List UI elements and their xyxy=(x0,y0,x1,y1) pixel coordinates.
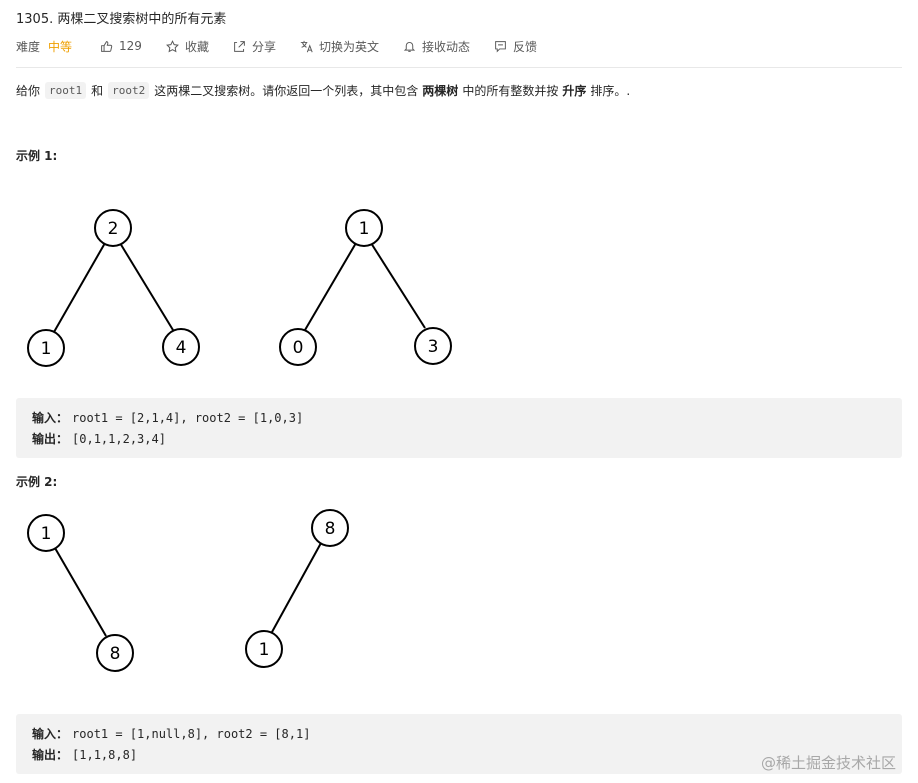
example1-tree-figure: 2 1 4 1 0 3 xyxy=(27,209,452,367)
ex2-tree1-right-node xyxy=(96,634,134,672)
feedback-label: 反馈 xyxy=(513,39,538,54)
header-divider xyxy=(16,67,902,68)
example2-code-block: 输入：root1 = [1,null,8], root2 = [8,1] 输出：… xyxy=(16,714,902,774)
problem-meta-bar: 难度 中等 129 收藏 分享 切换为英文 接收动态 反馈 xyxy=(16,36,561,56)
difficulty-label: 难度 xyxy=(16,39,41,54)
ex2-tree1-root-value: 1 xyxy=(41,524,52,544)
problem-title: 1305. 两棵二叉搜索树中的所有元素 xyxy=(16,12,227,27)
inline-code-root2: root2 xyxy=(108,82,150,99)
example2-output-line: 输出：[1,1,8,8] xyxy=(32,746,137,763)
follow-updates-button[interactable]: 接收动态 xyxy=(403,38,470,55)
ex2-tree2-root-value: 8 xyxy=(325,519,336,539)
ex1-tree1-root-value: 2 xyxy=(108,219,119,239)
example2-output-label: 输出： xyxy=(32,748,69,762)
example1-title: 示例 1: xyxy=(16,149,58,163)
example1-output-line: 输出：[0,1,1,2,3,4] xyxy=(32,430,166,447)
feedback-icon xyxy=(495,40,506,53)
ex1-tree2-right-node xyxy=(414,327,452,365)
desc-text-4: 中的所有整数并按 xyxy=(462,84,559,98)
like-button[interactable]: 129 xyxy=(100,39,142,53)
ex2-tree1-edge-right xyxy=(54,547,107,637)
example2-title: 示例 2: xyxy=(16,475,58,489)
inline-code-root1: root1 xyxy=(45,82,87,99)
translate-icon xyxy=(300,40,313,52)
ex1-tree1-left-value: 1 xyxy=(41,339,52,359)
ex2-tree2-left-value: 1 xyxy=(259,640,270,660)
ex1-tree2-left-value: 0 xyxy=(293,338,304,358)
ex1-tree1-edge-right xyxy=(119,242,174,331)
switch-language-label: 切换为英文 xyxy=(318,39,379,54)
like-count: 129 xyxy=(119,39,142,53)
ex2-tree1-root-node xyxy=(27,514,65,552)
example2-tree-figure: 1 8 8 1 xyxy=(27,509,349,672)
favorite-label: 收藏 xyxy=(184,39,209,54)
ex1-tree2-edge-right xyxy=(370,242,426,329)
desc-text-3: 这两棵二叉搜索树。请你返回一个列表，其中包含 xyxy=(154,84,419,98)
ex2-tree2-edge-left xyxy=(271,542,322,633)
ex2-tree1-right-value: 8 xyxy=(110,644,121,664)
favorite-button[interactable]: 收藏 xyxy=(166,38,209,55)
desc-bold-ascending: 升序 xyxy=(562,84,587,98)
example2-input-label: 输入： xyxy=(32,727,69,741)
example1-input-label: 输入： xyxy=(32,411,69,425)
example1-output-label: 输出： xyxy=(32,432,69,446)
thumbs-up-icon xyxy=(101,40,113,52)
ex1-tree1-edge-left xyxy=(53,242,106,333)
ex1-tree2-left-node xyxy=(279,328,317,366)
example2-input-value: root1 = [1,null,8], root2 = [8,1] xyxy=(72,727,311,741)
desc-text-5: 排序。. xyxy=(590,84,631,98)
example2-output-value: [1,1,8,8] xyxy=(72,748,138,762)
example1-input-line: 输入：root1 = [2,1,4], root2 = [1,0,3] xyxy=(32,409,303,426)
ex1-tree2-edge-left xyxy=(304,242,357,331)
example1-input-value: root1 = [2,1,4], root2 = [1,0,3] xyxy=(72,411,304,425)
example1-code-block: 输入：root1 = [2,1,4], root2 = [1,0,3] 输出：[… xyxy=(16,398,902,458)
ex2-tree2-root-node xyxy=(311,509,349,547)
star-icon xyxy=(166,39,179,52)
ex1-tree2-root-node xyxy=(345,209,383,247)
feedback-button[interactable]: 反馈 xyxy=(494,38,537,55)
switch-language-button[interactable]: 切换为英文 xyxy=(300,38,379,55)
ex1-tree1-root-node xyxy=(94,209,132,247)
ex1-tree2-root-value: 1 xyxy=(359,219,370,239)
problem-description: 给你 root1 和 root2 这两棵二叉搜索树。请你返回一个列表，其中包含 … xyxy=(16,82,630,99)
ex1-tree1-right-node xyxy=(162,328,200,366)
ex1-tree1-right-value: 4 xyxy=(176,338,187,358)
desc-text-1: 给你 xyxy=(16,84,41,98)
difficulty-badge: 中等 xyxy=(48,39,73,54)
bell-icon xyxy=(403,41,416,52)
ex1-tree1-left-node xyxy=(27,329,65,367)
desc-text-2: 和 xyxy=(91,84,104,98)
example1-output-value: [0,1,1,2,3,4] xyxy=(72,432,166,446)
watermark: @稀土掘金技术社区 xyxy=(760,754,896,772)
share-label: 分享 xyxy=(251,39,276,54)
share-button[interactable]: 分享 xyxy=(233,38,276,55)
desc-bold-both-trees: 两棵树 xyxy=(422,84,459,98)
example2-input-line: 输入：root1 = [1,null,8], root2 = [8,1] xyxy=(32,725,310,742)
share-icon xyxy=(234,40,245,52)
ex2-tree2-left-node xyxy=(245,630,283,668)
ex1-tree2-right-value: 3 xyxy=(428,337,439,357)
follow-updates-label: 接收动态 xyxy=(421,39,470,54)
